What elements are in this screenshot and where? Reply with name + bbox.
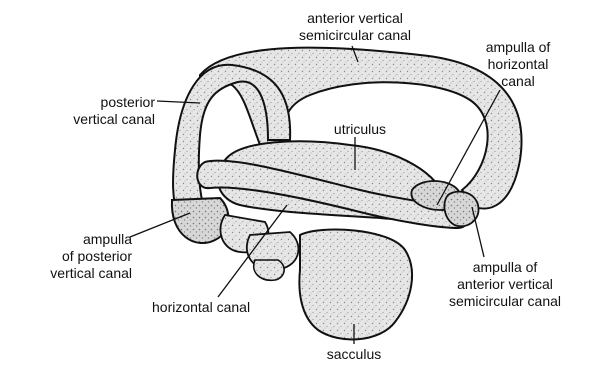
label-line: anterior vertical — [262, 10, 448, 27]
ampulla-posterior-vertical — [172, 198, 229, 243]
label-line: horizontal — [468, 56, 568, 73]
label-sacculus: sacculus — [314, 346, 394, 363]
ampulla-anterior-vertical — [444, 192, 478, 227]
label-line: sacculus — [314, 346, 394, 363]
label-utriculus: utriculus — [320, 121, 400, 138]
label-horizontal-canal: horizontal canal — [152, 299, 292, 316]
label-line: vertical canal — [20, 265, 132, 282]
label-line: of posterior — [20, 248, 132, 265]
label-line: ampulla of — [468, 39, 568, 56]
sacculus — [299, 230, 412, 340]
label-line: semicircular canal — [262, 27, 448, 44]
label-line: utriculus — [320, 121, 400, 138]
label-line: semicircular canal — [430, 293, 580, 310]
label-ampulla-horizontal-canal: ampulla of horizontal canal — [468, 39, 568, 90]
label-line: horizontal canal — [152, 299, 292, 316]
label-ampulla-anterior-vertical: ampulla of anterior vertical semicircula… — [430, 259, 580, 310]
label-posterior-vertical-canal: posterior vertical canal — [40, 94, 155, 128]
label-line: anterior vertical — [430, 276, 580, 293]
label-anterior-vertical-canal: anterior vertical semicircular canal — [262, 10, 448, 44]
label-line: posterior — [40, 94, 155, 111]
label-line: ampulla of — [430, 259, 580, 276]
label-line: vertical canal — [40, 111, 155, 128]
label-line: canal — [468, 73, 568, 90]
lower-sac-small — [254, 260, 284, 280]
label-ampulla-posterior-vertical: ampulla of posterior vertical canal — [20, 231, 132, 282]
label-line: ampulla — [20, 231, 132, 248]
